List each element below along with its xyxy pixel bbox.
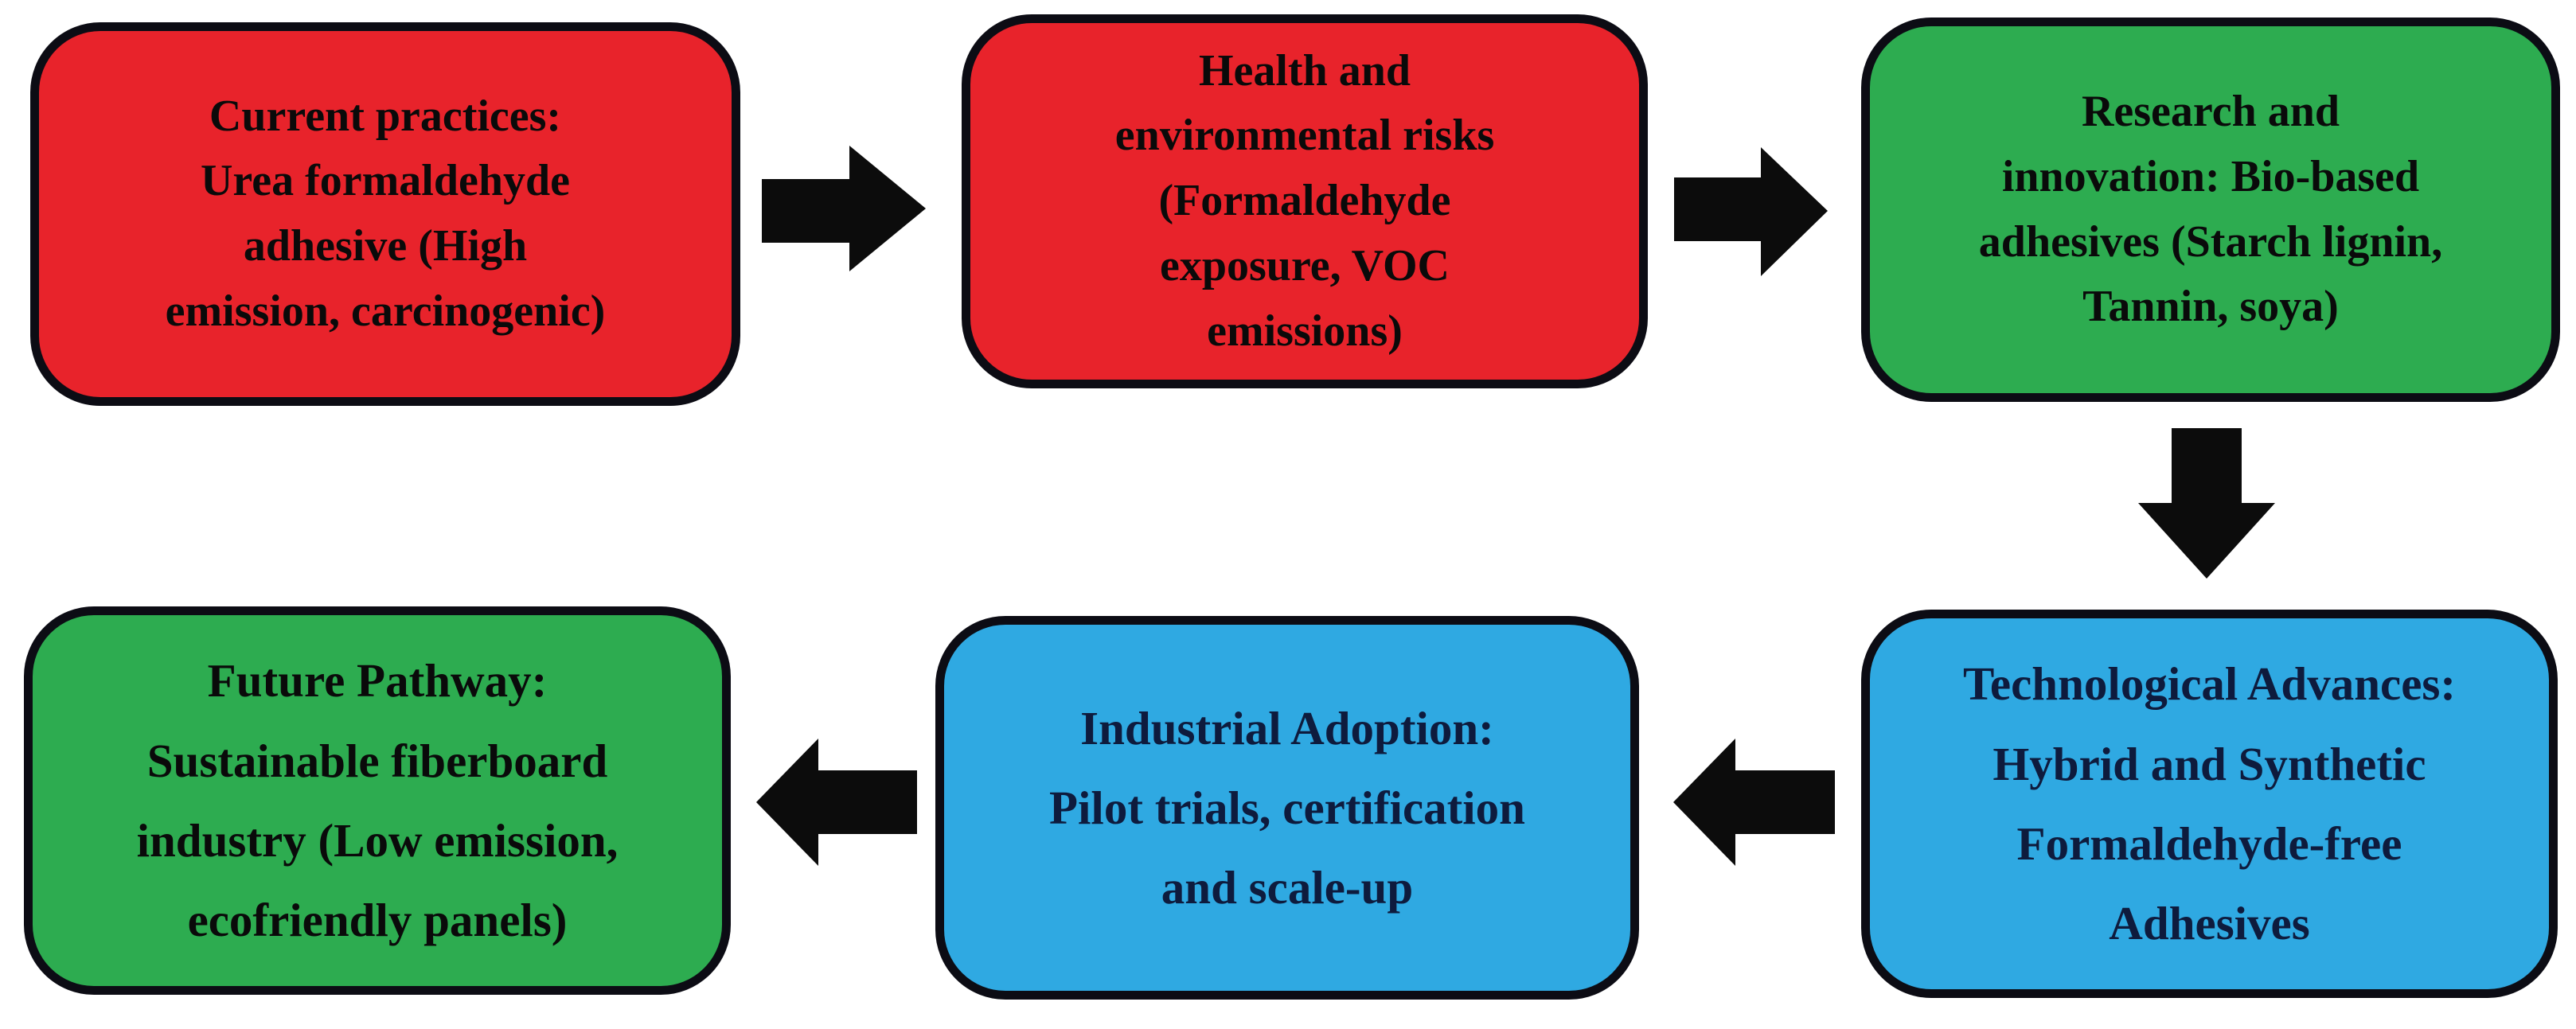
arrow-right-health-to-research-icon bbox=[1674, 147, 1828, 276]
node-research-innovation-label: Research and innovation: Bio-based adhes… bbox=[1978, 87, 2443, 332]
node-health-risks: Health and environmental risks (Formalde… bbox=[962, 14, 1648, 388]
node-future-pathway-label: Future Pathway: Sustainable fiberboard i… bbox=[136, 654, 619, 947]
node-future-pathway: Future Pathway: Sustainable fiberboard i… bbox=[24, 606, 731, 995]
node-health-risks-label: Health and environmental risks (Formalde… bbox=[1114, 45, 1495, 356]
node-tech-advances-label: Technological Advances: Hybrid and Synth… bbox=[1962, 657, 2456, 950]
node-current-practices-label: Current practices: Urea formaldehyde adh… bbox=[165, 91, 606, 336]
arrow-left-industrial-to-future-icon bbox=[756, 739, 917, 866]
arrow-down-research-to-tech-icon bbox=[2138, 428, 2275, 579]
node-industrial-adoption: Industrial Adoption: Pilot trials, certi… bbox=[935, 616, 1639, 1000]
node-industrial-adoption-label: Industrial Adoption: Pilot trials, certi… bbox=[1049, 701, 1525, 914]
node-current-practices: Current practices: Urea formaldehyde adh… bbox=[30, 22, 740, 406]
arrow-right-current-to-health-icon bbox=[762, 146, 926, 271]
arrow-left-tech-to-industrial-icon bbox=[1673, 739, 1835, 866]
node-research-innovation: Research and innovation: Bio-based adhes… bbox=[1861, 18, 2560, 402]
node-tech-advances: Technological Advances: Hybrid and Synth… bbox=[1861, 610, 2558, 998]
